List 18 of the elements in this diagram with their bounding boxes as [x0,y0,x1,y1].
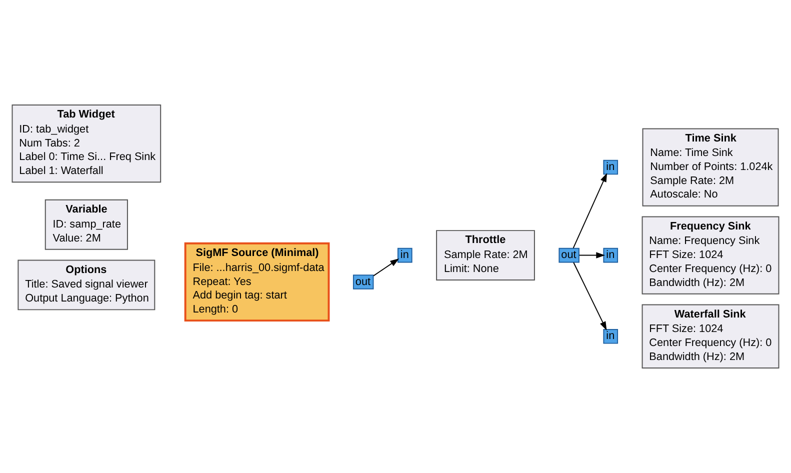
node-box: in [603,160,618,175]
node-box: in [397,248,412,263]
node-box: out [558,248,580,263]
node-box: Waterfall Sink FFT Size: 1024 Center Frequency (Hz): 0 Bandwidth (Hz): 2M [642,304,780,369]
node-box: Frequency Sink Name: Frequency Sink FFT Size: 1024 Center Frequency (Hz): 0 Bandwidth (Hz): 2M [642,216,780,294]
node-box: SigMF Source (Minimal) File: ...harris_00.sigmf-data Repeat: Yes Add begin tag: start Length: 0 [184,242,330,322]
arrow [578,252,606,258]
node-box: Time Sink Name: Time Sink Number of Points: 1.024k Sample Rate: 2M Autoscale: No [642,128,779,206]
arrow [572,172,608,249]
node-box: Options Title: Saved signal viewer Output Language: Python [18,260,156,310]
node-box: Throttle Sample Rate: 2M Limit: None [436,230,535,281]
arrow [373,258,400,276]
arrow [573,262,607,330]
node-box: out [352,274,374,290]
node-box: Tab Widget ID: tab_widget Num Tabs: 2 Label 0: Time Si... Freq Sink Label 1: Waterfall [12,104,162,183]
node-box: in [603,328,618,344]
node-box: in [603,248,618,263]
node-box: Variable ID: samp_rate Value: 2M [44,199,128,250]
